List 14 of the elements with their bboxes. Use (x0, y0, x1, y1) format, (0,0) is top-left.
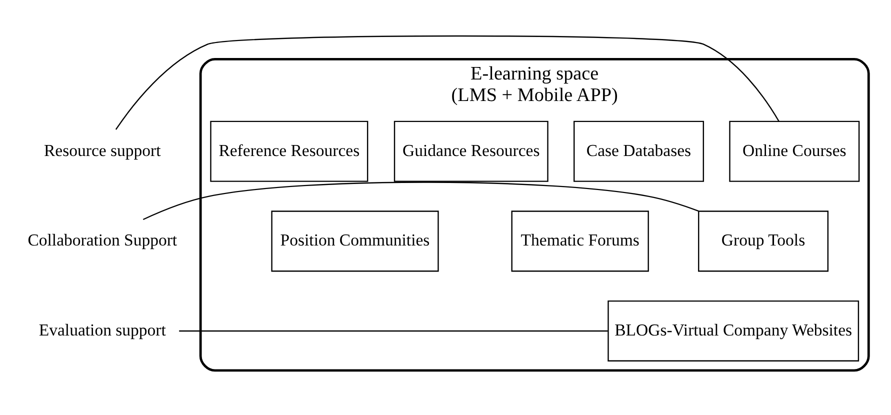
node-box: Guidance Resources (393, 120, 548, 182)
connector (178, 330, 608, 332)
node-box: Case Databases (573, 120, 704, 182)
node-text: Evaluation support (38, 320, 166, 339)
node-box: Group Tools (698, 210, 828, 272)
node-box: Reference Resources (210, 120, 368, 182)
node-box: Position Communities (270, 210, 438, 272)
node-box: BLOGs-Virtual Company Websites (607, 300, 859, 361)
node-box: Thematic Forums (510, 210, 648, 272)
node-box: Online Courses (728, 120, 860, 182)
connector (142, 181, 699, 220)
connector (114, 34, 779, 130)
node-text: Resource support (44, 140, 160, 160)
node-text: Collaboration Support (27, 230, 177, 250)
